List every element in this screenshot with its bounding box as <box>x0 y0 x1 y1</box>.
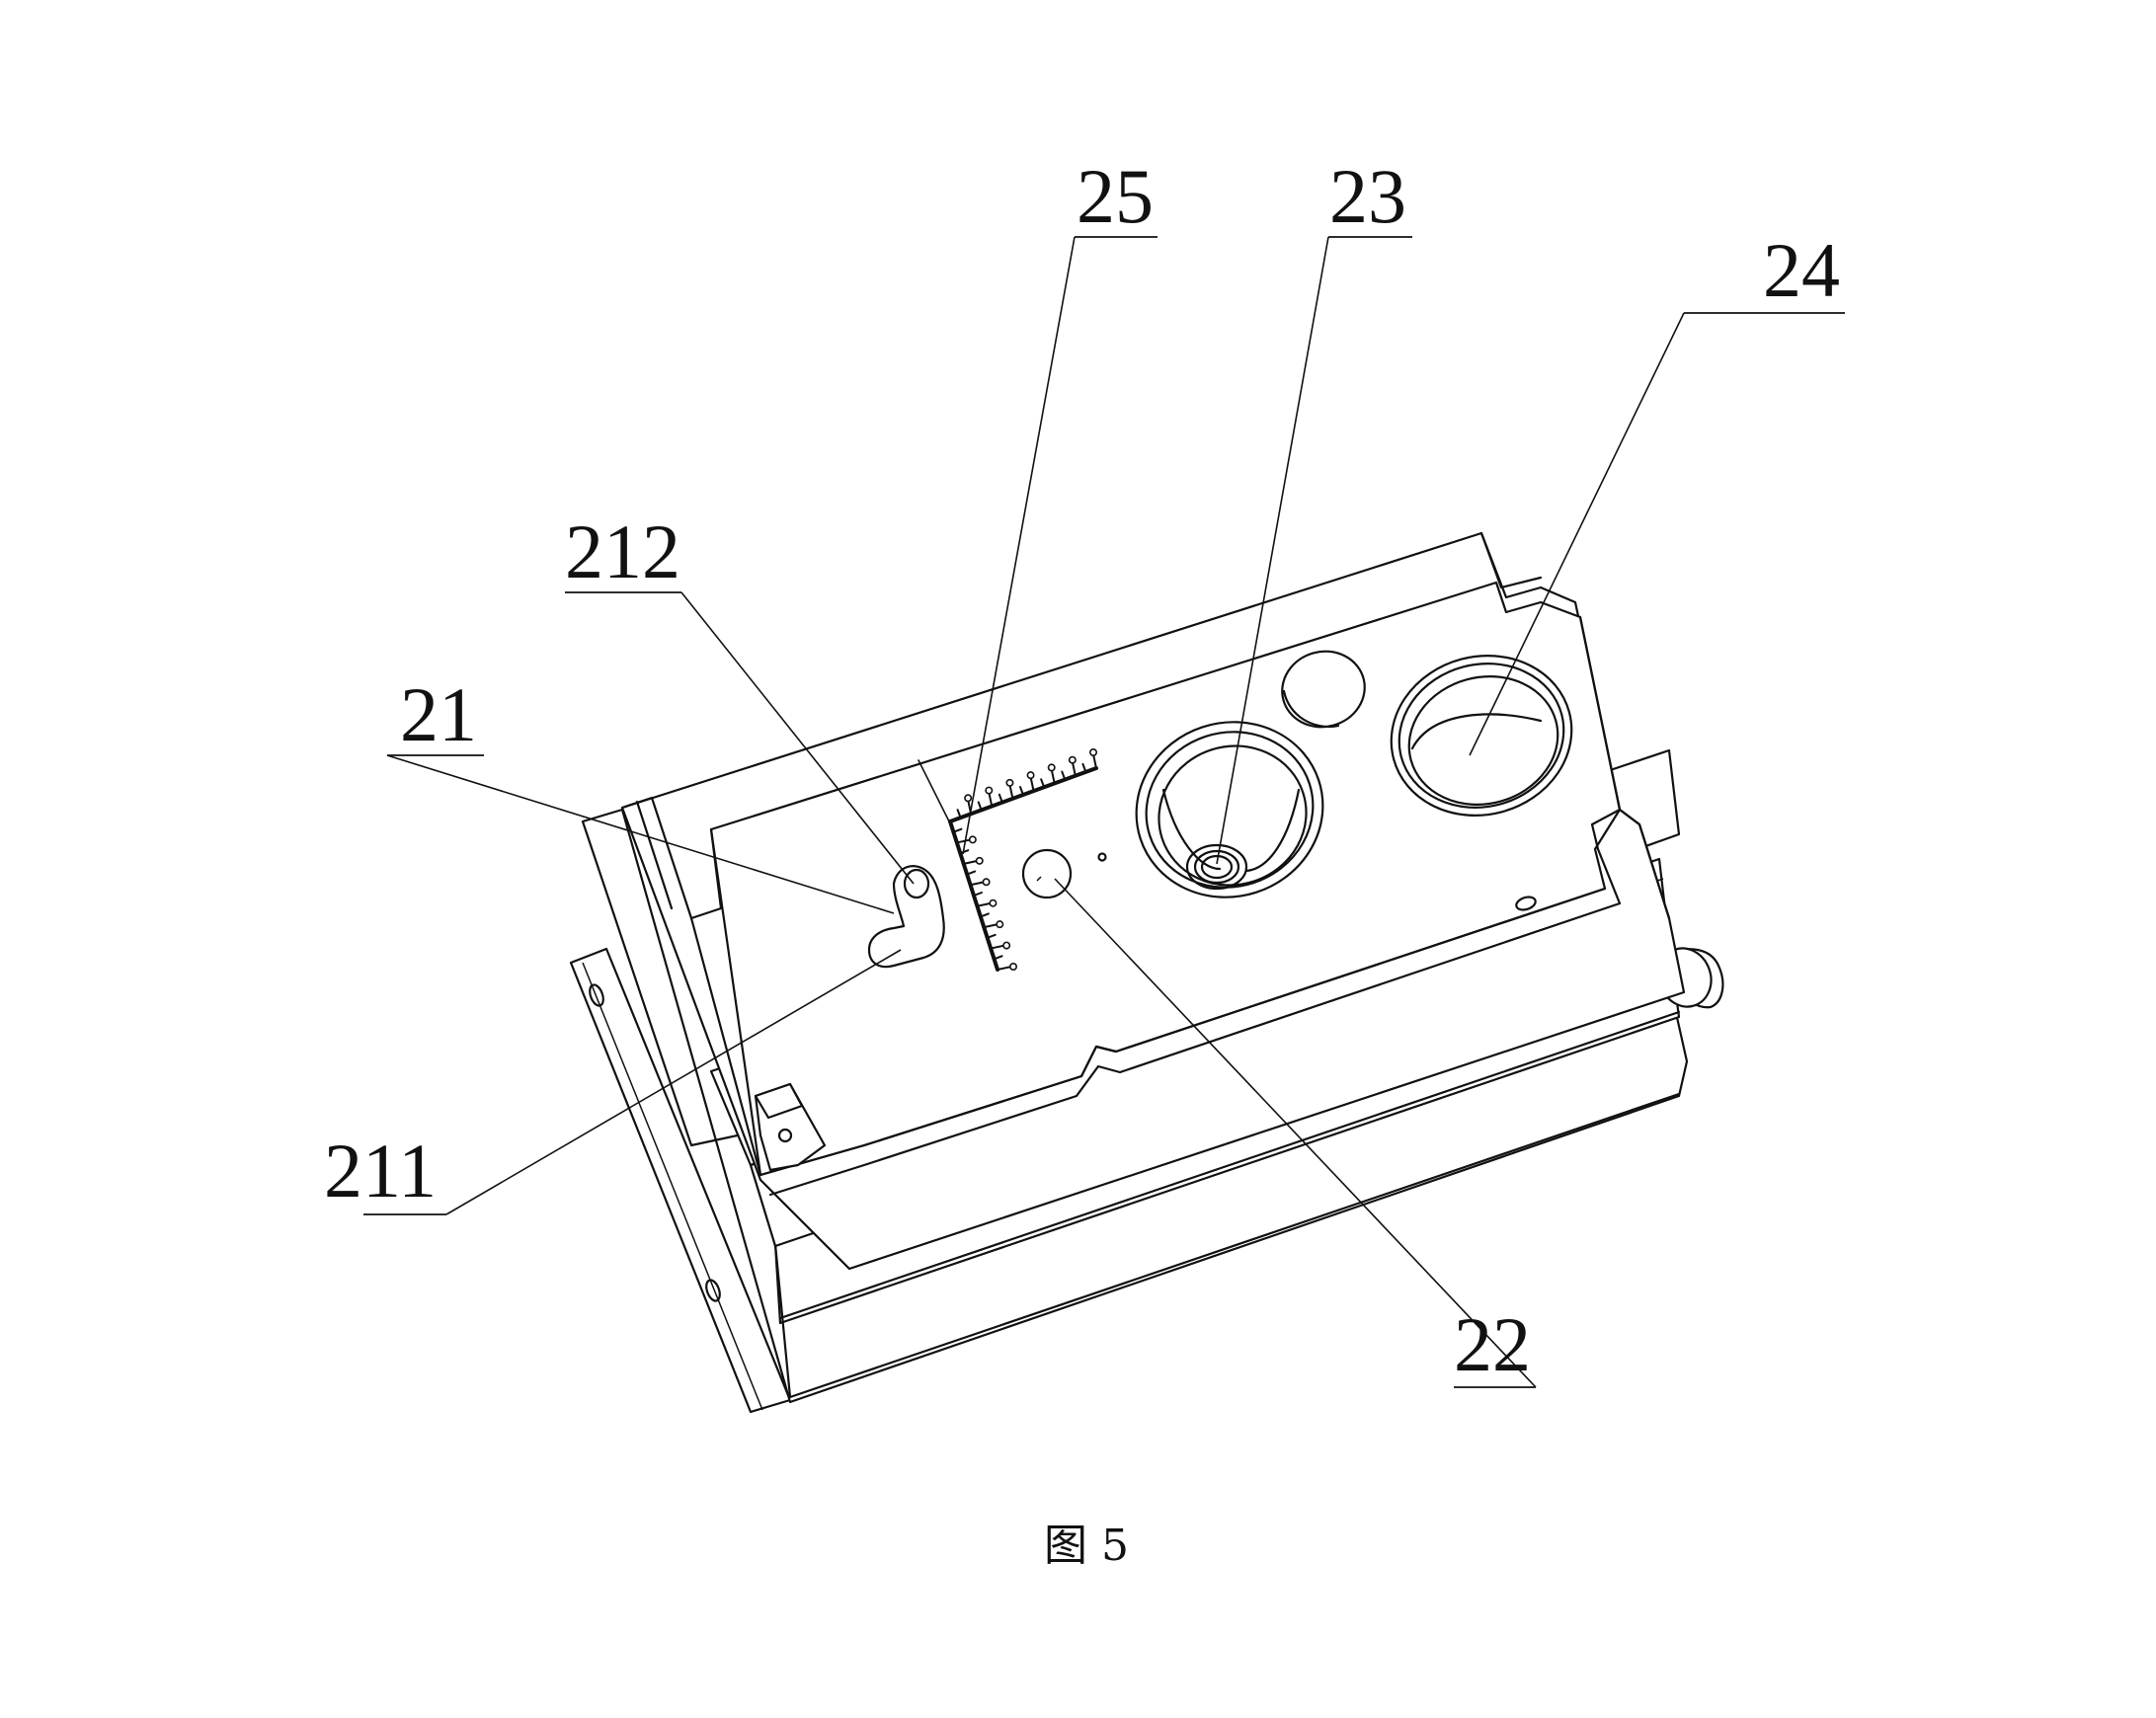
scale-tick-h <box>1061 770 1067 781</box>
scale-tick-h <box>956 809 962 820</box>
scale-tick-v <box>993 955 1003 961</box>
label-212: 212 <box>565 508 680 594</box>
label-23: 23 <box>1329 153 1406 239</box>
scale-tick-v <box>990 944 1006 950</box>
scale-tick-v <box>979 912 990 918</box>
scale-tick-mark-h <box>1026 771 1035 780</box>
scale-tick-h <box>1029 776 1035 793</box>
leader-211 <box>445 949 902 1215</box>
figure-caption: 图 5 <box>1044 1521 1129 1571</box>
scale-tick-mark-v <box>968 835 977 844</box>
label-22: 22 <box>1454 1301 1531 1387</box>
scale-tick-v <box>986 933 997 939</box>
scale-tick-h <box>1071 760 1077 777</box>
scale-tick-v <box>997 966 1012 971</box>
scale-tick-h <box>1008 783 1014 800</box>
flange-hole-top <box>589 983 604 1007</box>
scale-tick-mark-h <box>1047 763 1056 772</box>
center-port <box>1135 721 1324 898</box>
leader-21 <box>386 754 895 914</box>
scale-ruler <box>918 747 1098 972</box>
scale-tick-mark-h <box>1068 755 1077 764</box>
scale-tick-v <box>959 849 970 855</box>
scale-tick-mark-h <box>1005 778 1014 787</box>
scale-tick-h <box>1019 786 1024 796</box>
scale-tick-v <box>976 901 993 907</box>
scale-guide-line <box>918 759 954 830</box>
scale-tick-v <box>955 838 972 844</box>
scale-tick-v <box>969 881 986 887</box>
scale-tick-h <box>1050 768 1056 785</box>
scale-tick-v <box>983 923 999 929</box>
scale-tick-mark-v <box>989 898 998 907</box>
scale-tick-mark-v <box>1002 941 1011 950</box>
leader-25 <box>962 236 1076 855</box>
scale-tick-h <box>1081 762 1087 773</box>
leader-lines <box>363 236 1845 1388</box>
scale-tick-mark-v <box>996 920 1004 929</box>
l-shaped-slot <box>867 865 945 969</box>
scale-tick-mark-v <box>982 878 991 887</box>
scale-tick-h <box>988 791 994 808</box>
scale-tick-h <box>1092 753 1097 769</box>
scale-tick-v <box>952 827 963 833</box>
scale-tick-h <box>977 801 983 812</box>
label-21: 21 <box>400 671 477 757</box>
small-hole <box>1021 848 1107 899</box>
leader-24 <box>1469 312 1685 756</box>
label-24: 24 <box>1763 227 1840 313</box>
corner-block <box>754 1082 827 1172</box>
rim-hole <box>1515 896 1537 911</box>
leader-22 <box>1054 878 1537 1388</box>
label-25: 25 <box>1077 153 1154 239</box>
scale-tick-mark-v <box>1008 962 1017 971</box>
scale-tick-v <box>973 892 983 897</box>
scale-tick-mark-h <box>985 786 994 795</box>
scale-tick-h <box>998 793 1003 804</box>
leader-212 <box>680 591 915 885</box>
scale-tick-h <box>1040 778 1046 789</box>
scale-tick-mark-h <box>964 794 973 803</box>
scale-tick-v <box>966 870 977 876</box>
flange-hole-bottom <box>705 1279 721 1302</box>
label-211: 211 <box>324 1128 437 1213</box>
scale-tick-mark-v <box>975 856 984 865</box>
leader-23 <box>1216 236 1329 865</box>
scale-tick-mark-h <box>1089 747 1098 756</box>
scale-tick-v <box>962 859 979 865</box>
vent-hole <box>1281 650 1366 729</box>
right-port <box>1390 655 1573 817</box>
